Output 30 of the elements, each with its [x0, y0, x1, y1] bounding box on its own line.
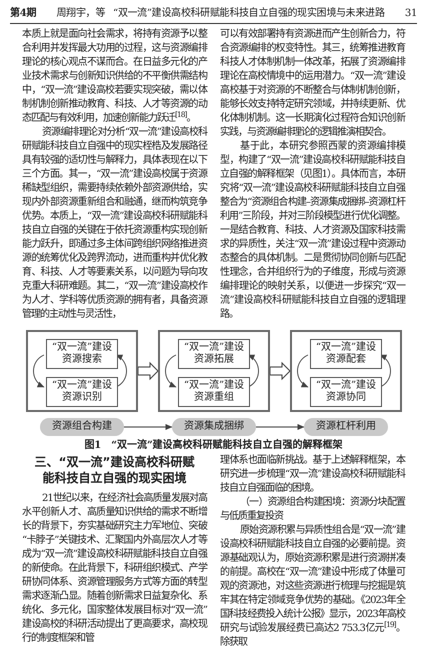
- running-title: “双一流”建设高校科研赋能科技自立自强的现实困境与未来进路: [112, 7, 384, 20]
- curved-arrow: [297, 354, 308, 388]
- curved-arrow: [33, 354, 44, 388]
- stage-frame: [158, 330, 270, 412]
- paragraph: 21世纪以来，在经济社会高质量发展对高水平创新人才、高质量知识供给的需求不断增长的背景下，夯实基础研究主力军地位、突破“卡脖子”关键技术、汇聚国内外高层次人才等成为“双一流”建设高校科研赋能科技自立自强的新使命。在此背景下，科研组织模式、产学研协同体系、资源管理服务方式等方面的转型需求逐渐凸显。随着创新需求日益复杂化、系统化、多元化，国家整体发展目标对“双一流”建设高校的科研活动提出了更高要求，高校现行的制度框架和管: [22, 492, 207, 646]
- stage-frame: [290, 330, 402, 412]
- page-number: 31: [404, 7, 418, 20]
- arrow: [124, 424, 172, 430]
- process-box: “双一流”建设资源搜索: [46, 339, 118, 369]
- figure-caption: 图1 “双一流”建设高校科研赋能科技自立自强的解释框架: [83, 440, 344, 452]
- paragraph: 原始资源积累与异质性组合是“双一流”建设高校科研赋能科技自立自强的必要前提。资源基础观认为，原始资源积累是进行资源拼凑的前提。高校在“双一流”建设中形成了体量可观的资源池，对这些资源进行梳理与挖掘是筑牢其在特定领域竞争优势的基础。《2023年全国科技经费投入统计公报》显示，2023年高校研究与试验发展经费已高达2 753.3亿元$^{[19]}$。除获取: [220, 524, 405, 650]
- curved-arrow: [165, 354, 176, 388]
- author-name: 周翔宇，等: [56, 7, 105, 20]
- block-arrow: [138, 362, 159, 380]
- paragraph: 基于此，本研究参照西蒙的资源编排模型，构建了“双一流”建设高校科研赋能科技自立自强的解释框架（见图1）。具体而言，本研究将“双一流”建设高校科研赋能科技自立自强整合为“资源组合构建–资源集成捆绑–资源杠杆利用”三阶段，并对三阶段模型进行优化调整。一是结合教育、科技、人才资源及国家科技需求的异质性，关注“双一流”建设过程中资源动态整合的具体机制。二是贯彻协同创新与匹配性理念，合并组织行为的子维度，形成与资源编排理论的映射关系，以便进一步探究“双一流”建设高校科研赋能科技自立自强的逻辑理路。: [220, 140, 405, 322]
- stage-frame: [26, 330, 138, 412]
- subsection-heading: （一）资源组合构建困境：资源分块配置与低质重复投资: [220, 496, 405, 524]
- process-box: “双一流”建设资源识别: [46, 377, 118, 407]
- arrow: [256, 424, 304, 430]
- paragraph: 本质上就是面向社会需求，将持有资源予以整合利用并发挥最大功用的过程，这与资源编排理论的核心观点不谋而合。在日益多元化的产业技术需求与创新知识供给的不平衡供需结构中，“双一流”建设高校若要实现突破，需以体制机制创新推动教育、科技、人才等资源的动态匹配与有效利用，加速创新能力跃迁$^{[18]}$。: [22, 28, 207, 126]
- paragraph: 可以有效部署持有资源进而产生创新合力，符合资源编排的权变特性。其三，统筹推进教育科技人才体制机制一体改革，拓展了资源编排理论在高校情境中的运用潜力。“双一流”建设高校基于对资源的不断整合与体制机制创新，能够长效支持特定研究领域，并持续更新、优化体制机制。这一长期演化过程符合知识创新实践，与资源编排理论的逻辑推演相契合。: [220, 28, 405, 140]
- paragraph: 资源编排理论对分析“双一流”建设高校科研赋能科技自立自强中的现实桎梏及发展路径具有较强的适切性与解释力，具体表现在以下三个方面。其一，“双一流”建设高校属于资源稀缺型组织，需要持续依赖外部资源供给，实现内外部资源重新组合和融通，继而构筑竞争优势。本质上，“双一流”建设高校科研赋能科技自立自强的关键在于依托资源重构实现创新能力跃升，即通过多主体间跨组织网络推进资源的统筹优化及跨界流动，进而重构并优化教育、科技、人才等要素关系，以问题为导向攻克重大科研难题。其二，“双一流”建设高校作为人才、学科等优质资源的拥有者，具备资源管理的主动性与灵活性，: [22, 126, 207, 322]
- process-box: “双一流”建设资源配套: [310, 339, 382, 369]
- process-box: “双一流”建设资源拓展: [178, 339, 250, 369]
- paragraph: 理体系也面临新挑战。基于上述解释框架，本研究进一步梳理“双一流”建设高校科研赋能科技自立自强面临的困境。: [220, 454, 405, 496]
- issue-number: 第4期: [10, 7, 36, 20]
- block-arrow: [270, 362, 291, 380]
- process-box: “双一流”建设资源协同: [310, 377, 382, 407]
- process-box: “双一流”建设资源重组: [178, 377, 250, 407]
- section-heading: 三、“双一流”建设高校科研赋能科技自立自强的现实困境: [34, 454, 196, 486]
